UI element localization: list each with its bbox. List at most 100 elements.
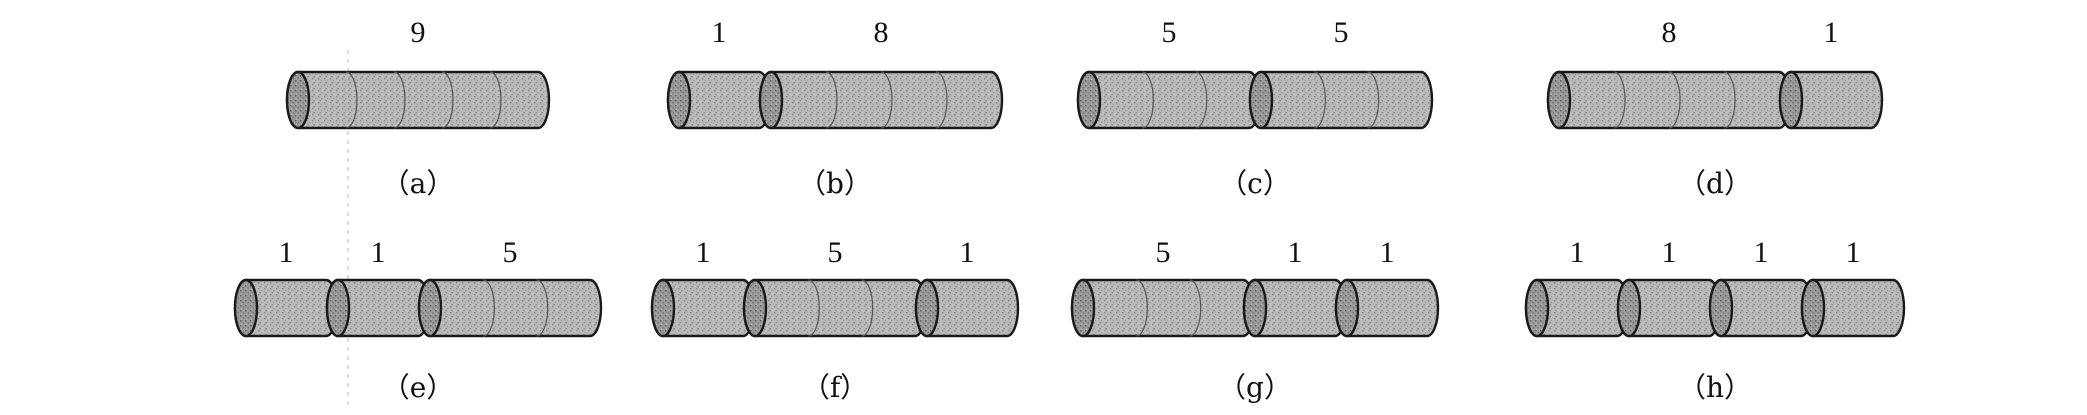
segment-seam [1195, 71, 1208, 129]
cylinder-end-cap [233, 278, 259, 338]
piece-length-label: 1 [371, 236, 386, 269]
panel-caption: （a） [382, 167, 455, 200]
cylinder-piece: 8 [1546, 16, 1792, 130]
cylinder-end-cap [1334, 278, 1360, 338]
piece-length-label: 1 [960, 236, 975, 269]
cylinder-end-cap [285, 70, 311, 130]
cylinder-piece: 1 [1800, 236, 1906, 338]
cylinder-end-cap [417, 278, 443, 338]
cylinder-end-cap [666, 70, 692, 130]
cylinder-body [285, 70, 551, 130]
cylinder-body [417, 278, 603, 338]
cylinder-end-cap [1546, 70, 1572, 130]
segment-seam [1367, 71, 1380, 129]
segment-seam [1189, 279, 1202, 337]
piece-length-label: 1 [1846, 236, 1861, 269]
cylinder-piece: 1 [325, 236, 431, 338]
piece-length-label: 1 [1380, 236, 1395, 269]
piece-length-label: 8 [874, 16, 889, 49]
cylinder-body [758, 70, 1004, 130]
cylinder-piece: 5 [1076, 16, 1262, 130]
panel-caption: （d） [1678, 167, 1752, 200]
cylinder-end-cap [758, 70, 784, 130]
segment-seam [861, 279, 874, 337]
segment-seam [1613, 71, 1626, 129]
piece-length-label: 1 [1570, 236, 1585, 269]
cylinder-body [1546, 70, 1792, 130]
panel-caption: （b） [798, 167, 872, 200]
cylinder-piece: 5 [417, 236, 603, 338]
cylinder-piece: 1 [650, 236, 756, 338]
cylinder-end-cap [1800, 278, 1826, 338]
segment-seam [1136, 279, 1148, 337]
cylinder-piece: 1 [1616, 236, 1722, 338]
cylinder-end-cap [1708, 278, 1734, 338]
piece-length-label: 1 [279, 236, 294, 269]
piece-length-label: 5 [1162, 16, 1177, 49]
segment-seam [808, 279, 820, 337]
piece-length-label: 1 [1662, 236, 1677, 269]
segment-seam [1142, 71, 1154, 129]
cylinder-end-cap [1616, 278, 1642, 338]
cylinder-piece: 9 [285, 16, 551, 130]
panel-caption: （f） [802, 371, 868, 404]
piece-length-label: 5 [828, 236, 843, 269]
piece-length-label: 8 [1662, 16, 1677, 49]
cylinder-end-cap [1524, 278, 1550, 338]
segment-seam [441, 71, 454, 129]
cylinder-end-cap [650, 278, 676, 338]
cylinder-piece: 5 [1248, 16, 1434, 130]
piece-length-label: 1 [1288, 236, 1303, 269]
piece-length-label: 5 [503, 236, 518, 269]
panel-caption: （g） [1218, 371, 1292, 404]
cylinder-piece: 1 [1524, 236, 1630, 338]
panel-caption: （c） [1219, 167, 1291, 200]
piece-length-label: 1 [1754, 236, 1769, 269]
segment-seam [393, 71, 406, 129]
segment-seam [880, 71, 893, 129]
cylinder-end-cap [914, 278, 940, 338]
segment-seam [1723, 71, 1736, 129]
cylinder-piece: 1 [1242, 236, 1348, 338]
piece-length-label: 1 [696, 236, 711, 269]
cylinder-body [1070, 278, 1256, 338]
cylinder-piece: 1 [1334, 236, 1440, 338]
panel: 1 5 1 （f） [650, 236, 1020, 404]
panel: 8 1 （d） [1546, 16, 1884, 200]
cylinder-piece: 1 [666, 16, 772, 130]
cylinder-body [1076, 70, 1262, 130]
segment-seam [489, 71, 502, 129]
segment-seam [1314, 71, 1326, 129]
cylinder-body [742, 278, 928, 338]
panel: 5 5 （c） [1076, 16, 1434, 200]
panel-caption: （h） [1678, 371, 1752, 404]
cylinder-end-cap [1248, 70, 1274, 130]
cylinder-piece: 1 [1778, 16, 1884, 130]
panel: 9 （a） [285, 16, 551, 200]
cylinder-piece: 5 [742, 236, 928, 338]
piece-length-label: 1 [1824, 16, 1839, 49]
segment-seam [483, 279, 495, 337]
panel: 1 1 5 （e） [233, 236, 603, 404]
cylinder-end-cap [1076, 70, 1102, 130]
panel-caption: （e） [382, 371, 455, 404]
piece-length-label: 1 [712, 16, 727, 49]
cylinder-end-cap [1778, 70, 1804, 130]
piece-length-label: 9 [411, 16, 426, 49]
panel: 1 8 （b） [666, 16, 1004, 200]
cylinder-end-cap [1070, 278, 1096, 338]
segment-seam [345, 71, 358, 129]
cylinder-piece: 5 [1070, 236, 1256, 338]
segment-seam [1668, 71, 1681, 129]
segment-seam [825, 71, 838, 129]
cylinder-end-cap [742, 278, 768, 338]
cylinder-body [1248, 70, 1434, 130]
cylinder-piece: 8 [758, 16, 1004, 130]
piece-length-label: 5 [1334, 16, 1349, 49]
cylinder-piece: 1 [914, 236, 1020, 338]
segment-seam [935, 71, 948, 129]
panel: 1 1 1 1 （h） [1524, 236, 1906, 404]
cylinder-piece: 1 [1708, 236, 1814, 338]
piece-length-label: 5 [1156, 236, 1171, 269]
